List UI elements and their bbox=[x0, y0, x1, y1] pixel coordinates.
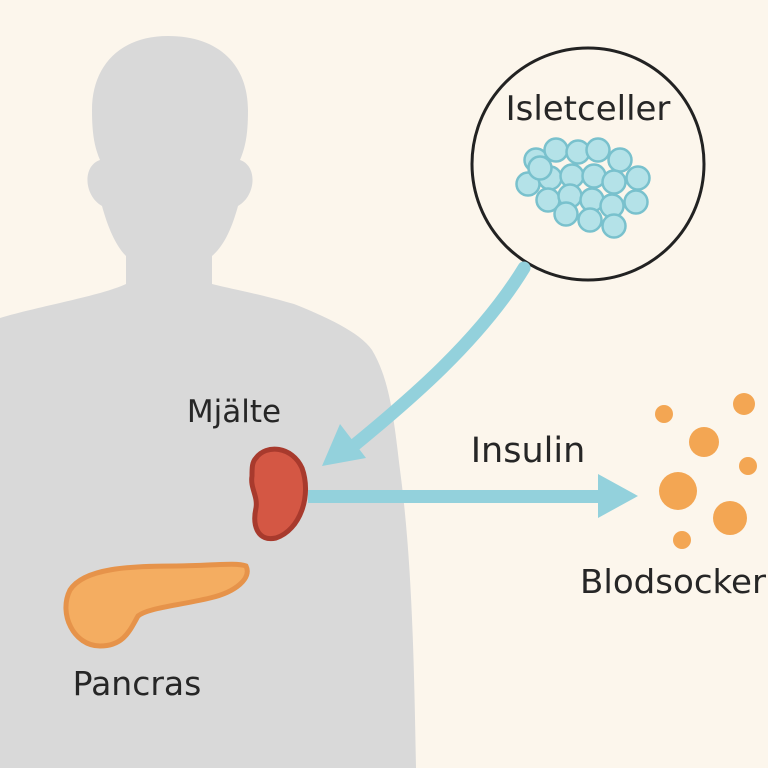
label-pancreas: Pancras bbox=[73, 664, 202, 703]
islet-cell bbox=[601, 169, 627, 195]
islet-arrow bbox=[322, 261, 531, 466]
glucose-dot bbox=[673, 531, 691, 549]
glucose-dot bbox=[689, 427, 719, 457]
glucose-dot bbox=[655, 405, 673, 423]
islet-cell bbox=[553, 201, 579, 227]
insulin-arrow-shaft bbox=[308, 490, 604, 503]
islet-arrow-shaft bbox=[339, 261, 531, 459]
glucose-dot bbox=[713, 501, 747, 535]
islet-zoom-circle bbox=[470, 46, 706, 282]
islet-cell bbox=[577, 207, 603, 233]
glucose-dots-icon bbox=[655, 393, 757, 549]
insulin-arrow bbox=[308, 474, 638, 518]
islet-cell bbox=[585, 137, 611, 163]
pancreas-organ-icon bbox=[63, 561, 250, 649]
insulin-arrow-head bbox=[598, 474, 638, 518]
label-islet-cells: Isletceller bbox=[506, 89, 671, 129]
spleen-organ-icon bbox=[249, 446, 308, 542]
label-insulin: Insulin bbox=[471, 431, 586, 471]
glucose-dot bbox=[659, 472, 697, 510]
islet-cell-cluster-icon bbox=[515, 137, 651, 239]
islet-cell bbox=[601, 213, 627, 239]
islet-arrow-head bbox=[322, 424, 366, 466]
glucose-dot bbox=[739, 457, 757, 475]
glucose-dot bbox=[733, 393, 755, 415]
islet-cell bbox=[625, 165, 651, 191]
label-blood-sugar: Blodsocker bbox=[580, 562, 766, 601]
islet-cell bbox=[623, 189, 649, 215]
islet-cell bbox=[527, 155, 553, 181]
islet-cell bbox=[607, 147, 633, 173]
zoom-circle bbox=[470, 46, 706, 282]
label-spleen: Mjälte bbox=[187, 394, 281, 430]
